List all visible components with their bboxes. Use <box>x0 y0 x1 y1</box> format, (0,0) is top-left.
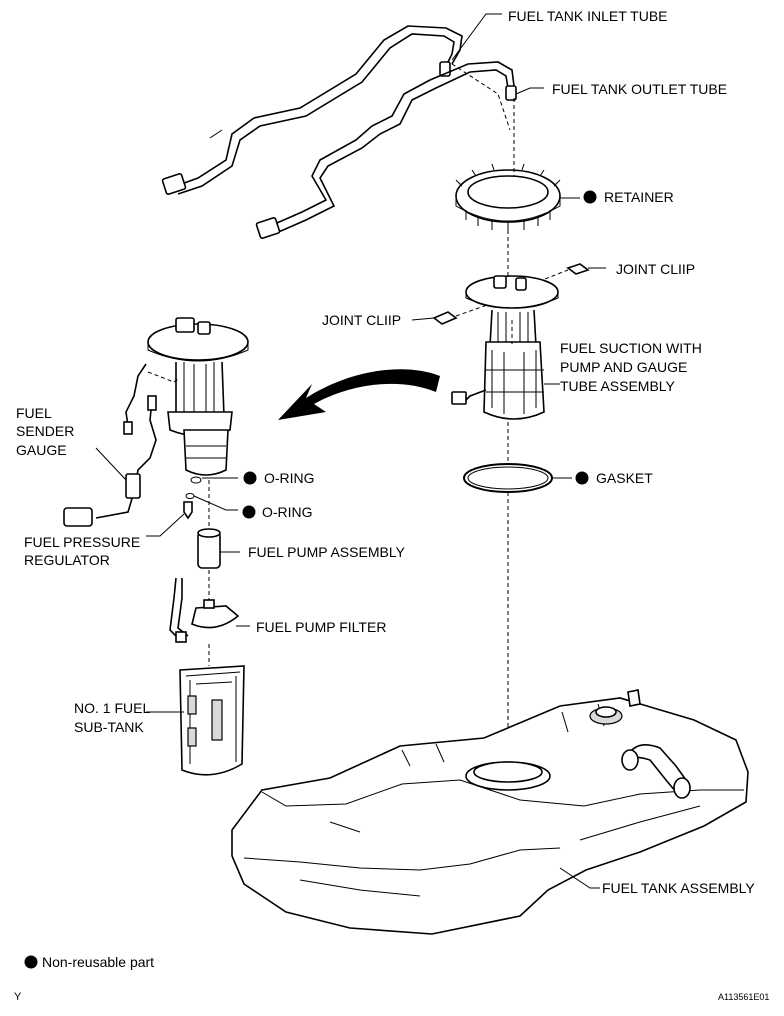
joint-clip-left <box>432 311 458 325</box>
label-fuel-sender-line-3: GAUGE <box>16 442 67 458</box>
label-fuel-tank-outlet-tube: FUEL TANK OUTLET TUBE <box>552 81 727 97</box>
label-fuel-suction-line-1: FUEL SUCTION WITH <box>560 340 702 356</box>
fuel-pump-filter <box>169 577 240 643</box>
label-fuel-suction-line-3: TUBE ASSEMBLY <box>560 378 676 394</box>
label-fuel-suction-line-2: PUMP AND GAUGE <box>560 359 687 375</box>
legend-text: Non-reusable part <box>42 954 154 970</box>
label-sub-tank-line-1: NO. 1 FUEL <box>74 700 150 716</box>
label-fuel-pump-assembly: FUEL PUMP ASSEMBLY <box>248 544 406 560</box>
label-joint-clip-right: JOINT CLIIP <box>616 261 695 277</box>
fuel-tank-outlet-tube <box>255 61 517 239</box>
label-fuel-pump-filter: FUEL PUMP FILTER <box>256 619 386 635</box>
o-ring-lower <box>185 493 195 499</box>
gasket <box>463 463 553 493</box>
retainer <box>455 163 561 232</box>
direction-arrow <box>278 369 440 420</box>
non-reusable-dot-o-ring-lower <box>242 505 256 519</box>
label-fuel-sender-line-2: SENDER <box>16 423 74 439</box>
non-reusable-dot-o-ring-upper <box>243 471 257 485</box>
pump-sender-exploded-assembly <box>63 317 249 527</box>
label-joint-clip-left: JOINT CLIIP <box>322 312 401 328</box>
label-gasket: GASKET <box>596 470 653 486</box>
corner-mark: Y <box>14 991 22 1003</box>
label-fuel-tank-inlet-tube: FUEL TANK INLET TUBE <box>508 8 668 24</box>
legend-dot <box>24 955 38 969</box>
non-reusable-dot-gasket <box>575 471 589 485</box>
label-fuel-tank-assembly: FUEL TANK ASSEMBLY <box>602 880 755 896</box>
fuel-suction-assembly <box>451 275 559 420</box>
fuel-tank-assembly <box>231 689 749 935</box>
label-regulator-line-1: FUEL PRESSURE <box>24 534 140 550</box>
joint-clip-right <box>566 263 590 275</box>
label-fuel-sender-line-1: FUEL <box>16 405 52 421</box>
fuel-pressure-regulator <box>183 501 193 520</box>
label-o-ring-lower: O-RING <box>262 504 313 520</box>
fuel-sub-tank <box>179 665 245 776</box>
label-sub-tank-line-2: SUB-TANK <box>74 719 144 735</box>
label-o-ring-upper: O-RING <box>264 470 315 486</box>
figure-code: A113561E01 <box>718 992 769 1002</box>
fuel-tank-inlet-tube <box>161 25 463 195</box>
label-retainer: RETAINER <box>604 189 674 205</box>
non-reusable-dot-retainer <box>583 190 597 204</box>
fuel-pump-assembly <box>197 528 221 569</box>
label-regulator-line-2: REGULATOR <box>24 552 110 568</box>
o-ring-upper <box>190 476 202 484</box>
